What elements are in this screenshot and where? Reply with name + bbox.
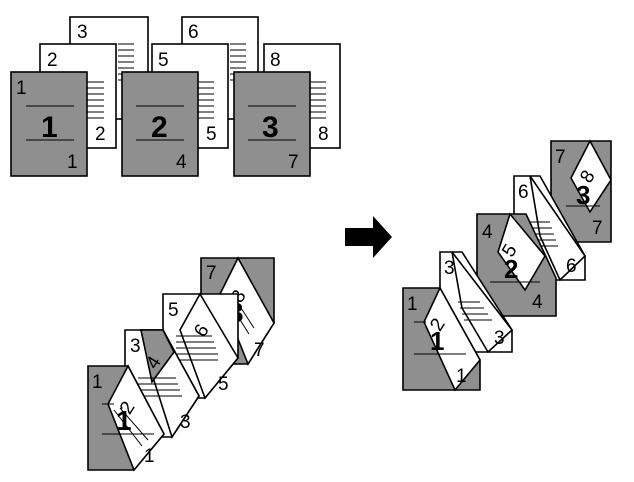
r-s1-top: 3 [444, 258, 455, 279]
bl-s2-corner: 5 [168, 300, 179, 321]
r-s1-big: 1 [430, 326, 444, 356]
r-s3-bottom: 7 [592, 218, 603, 239]
r-s2-bottom: 4 [532, 292, 543, 313]
cover-page-3 [233, 71, 311, 177]
cover-3-big-label: 3 [262, 111, 279, 144]
r-s1-bottom: 1 [456, 366, 467, 387]
bl-s2-bottom: 5 [218, 374, 229, 395]
bl-s1-top: 3 [130, 336, 141, 357]
lines-p2 [86, 81, 104, 119]
cover-bottom-label: 1 [67, 152, 78, 173]
page-3-top-label: 3 [77, 22, 88, 43]
right-set-2: 6 6 4 2 5 4 [476, 175, 587, 317]
bl-s1-big: 1 [116, 405, 132, 436]
bl-s3-bottom: 7 [254, 340, 265, 361]
r-s3-big: 3 [576, 180, 590, 210]
top-set-2: 6 6 5 5 2 4 [121, 16, 259, 177]
cover-2-big-label: 2 [151, 111, 168, 144]
page-8-inner-label: 8 [318, 124, 329, 145]
right-set-1: 3 3 1 1 2 1 [402, 251, 514, 392]
page-5-top-label: 5 [158, 50, 169, 71]
bl-s1-inner: 3 [180, 412, 191, 433]
r-s2-top: 6 [518, 182, 529, 203]
r-s2-big: 2 [504, 254, 518, 284]
r-s1-corner: 1 [407, 294, 418, 315]
bottom-left-set-1: 3 4 1 1 2 3 1 [87, 329, 200, 472]
r-s3-corner: 7 [555, 147, 566, 168]
page-2-top-label: 2 [47, 50, 58, 71]
page-2-inner-label: 2 [95, 124, 106, 145]
page-5-inner-label: 5 [206, 124, 217, 145]
bl-s1-corner: 1 [92, 372, 103, 393]
cover-big-label: 1 [41, 111, 58, 144]
cover-2-bottom-label: 4 [176, 152, 187, 173]
cover-3-bottom-label: 7 [288, 152, 299, 173]
r-s2-inner: 6 [566, 256, 577, 277]
page-6-top-label: 6 [188, 22, 199, 43]
bl-s3-corner: 7 [206, 263, 217, 284]
right-set-3: 7 3 8 7 [550, 139, 612, 243]
r-s2-corner: 4 [482, 222, 493, 243]
bl-s1-bottom: 1 [144, 446, 155, 467]
page-8-top-label: 8 [270, 50, 281, 71]
top-set-3: 8 8 3 7 [233, 43, 341, 177]
cover-corner-label: 1 [16, 78, 27, 99]
cover-page-1 [10, 71, 88, 177]
r-s1-inner: 3 [494, 328, 505, 349]
cover-page-2 [121, 71, 199, 177]
top-set-1: 3 3 2 2 1 1 1 [10, 16, 149, 177]
arrow-right-icon [345, 216, 392, 258]
